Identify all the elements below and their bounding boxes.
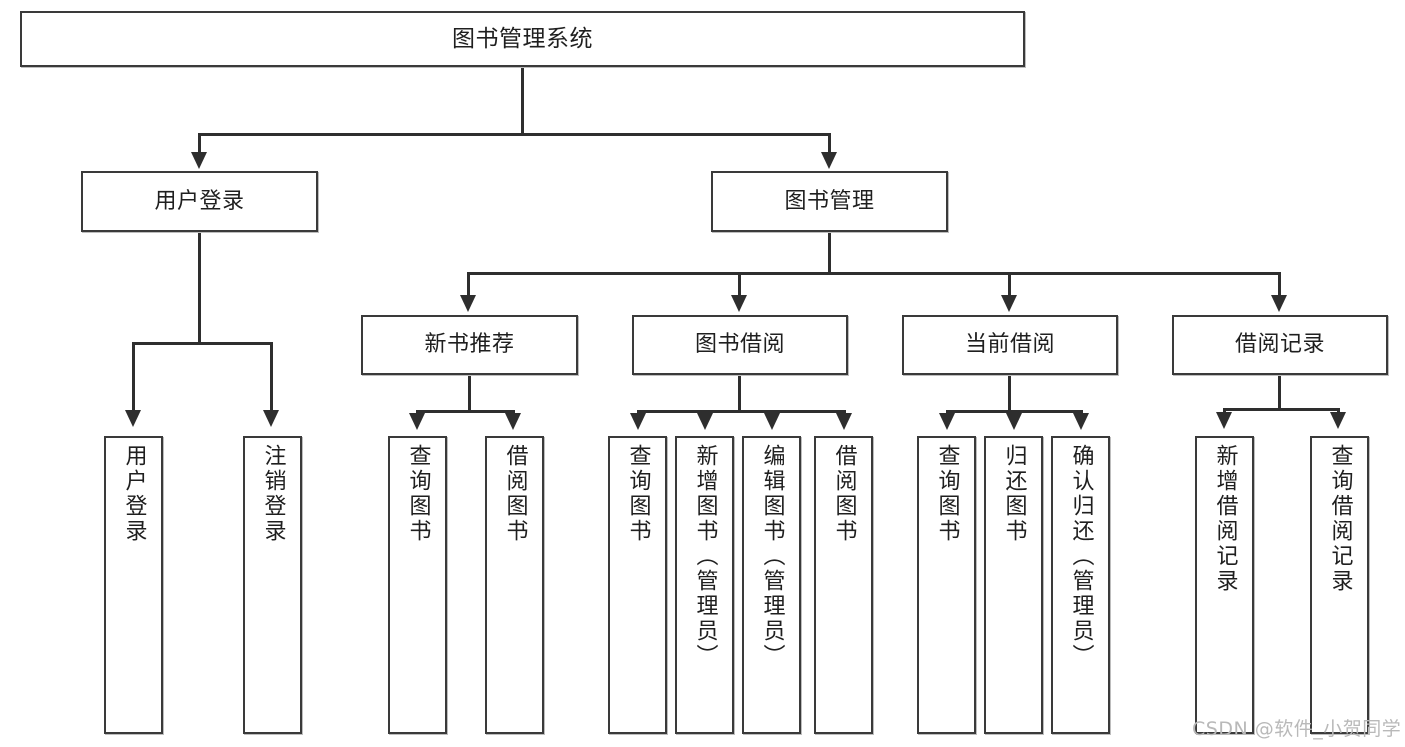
node-leaf-return-book[interactable]: 归还图书 <box>984 436 1043 734</box>
arrowhead-leaf-query-record <box>1330 412 1346 429</box>
node-leaf-query-book-3-label: 查询图书 <box>934 444 960 544</box>
arrowhead-current-borrow <box>1001 295 1017 312</box>
node-leaf-add-record[interactable]: 新增借阅记录 <box>1195 436 1254 734</box>
edge-bookmanage-drop-4 <box>1278 272 1281 298</box>
node-borrow-record[interactable]: 借阅记录 <box>1172 315 1388 375</box>
edge-root-bus <box>198 133 831 136</box>
edge-bookmanage-stem <box>828 232 831 272</box>
arrowhead-leaf-borrow-book-1 <box>505 413 521 430</box>
edge-userlogin-drop-1 <box>132 342 135 412</box>
arrowhead-leaf-query-book-3 <box>939 413 955 430</box>
edge-bookmanage-drop-1 <box>467 272 470 298</box>
node-leaf-edit-book-label: 编辑图书（管理员） <box>759 444 785 669</box>
edge-root-drop-user-login <box>198 133 201 155</box>
node-leaf-user-login-label: 用户登录 <box>121 444 147 544</box>
node-current-borrow-label: 当前借阅 <box>964 332 1055 358</box>
arrowhead-leaf-add-record <box>1216 412 1232 429</box>
node-user-login-label: 用户登录 <box>154 188 245 214</box>
node-leaf-query-record-label: 查询借阅记录 <box>1327 444 1353 594</box>
arrowhead-borrow-record <box>1271 295 1287 312</box>
edge-bookmanage-drop-3 <box>1008 272 1011 298</box>
node-leaf-query-book-3[interactable]: 查询图书 <box>917 436 976 734</box>
node-leaf-edit-book[interactable]: 编辑图书（管理员） <box>742 436 801 734</box>
node-leaf-query-book-2[interactable]: 查询图书 <box>608 436 667 734</box>
node-leaf-user-logout-label: 注销登录 <box>260 444 286 544</box>
edge-currentborrow-stem <box>1008 375 1011 410</box>
arrowhead-book-borrow <box>731 295 747 312</box>
edge-bookborrow-stem <box>738 375 741 410</box>
arrowhead-leaf-query-book-1 <box>409 413 425 430</box>
node-book-borrow-label: 图书借阅 <box>694 332 785 358</box>
node-leaf-borrow-book-2-label: 借阅图书 <box>831 444 857 544</box>
node-leaf-user-logout[interactable]: 注销登录 <box>243 436 302 734</box>
edge-root-stem <box>521 67 524 133</box>
arrowhead-leaf-edit-book <box>764 413 780 430</box>
node-leaf-user-login[interactable]: 用户登录 <box>104 436 163 734</box>
edge-userlogin-bus <box>132 342 272 345</box>
node-leaf-add-book[interactable]: 新增图书（管理员） <box>675 436 734 734</box>
arrowhead-leaf-borrow-book-2 <box>836 413 852 430</box>
edge-newbook-stem <box>468 375 471 412</box>
node-book-manage[interactable]: 图书管理 <box>711 171 948 232</box>
node-root[interactable]: 图书管理系统 <box>20 11 1025 67</box>
node-leaf-add-record-label: 新增借阅记录 <box>1212 444 1238 594</box>
node-new-book-rec[interactable]: 新书推荐 <box>361 315 578 375</box>
arrowhead-leaf-return-book <box>1006 413 1022 430</box>
node-leaf-borrow-book-2[interactable]: 借阅图书 <box>814 436 873 734</box>
arrowhead-new-book-rec <box>460 295 476 312</box>
node-leaf-query-record[interactable]: 查询借阅记录 <box>1310 436 1369 734</box>
edge-userlogin-drop-2 <box>270 342 273 412</box>
arrowhead-user-login <box>191 152 207 169</box>
node-leaf-query-book-1[interactable]: 查询图书 <box>388 436 447 734</box>
arrowhead-leaf-user-login <box>125 410 141 427</box>
node-leaf-confirm-return-label: 确认归还（管理员） <box>1068 444 1094 669</box>
node-borrow-record-label: 借阅记录 <box>1234 332 1325 358</box>
node-book-borrow[interactable]: 图书借阅 <box>632 315 848 375</box>
node-leaf-borrow-book-1-label: 借阅图书 <box>502 444 528 544</box>
node-user-login[interactable]: 用户登录 <box>81 171 318 232</box>
arrowhead-book-manage <box>821 152 837 169</box>
node-book-manage-label: 图书管理 <box>784 188 875 214</box>
edge-borrowrecord-bus <box>1223 408 1339 411</box>
node-leaf-return-book-label: 归还图书 <box>1001 444 1027 544</box>
node-leaf-add-book-label: 新增图书（管理员） <box>692 444 718 669</box>
arrowhead-leaf-query-book-2 <box>630 413 646 430</box>
arrowhead-leaf-user-logout <box>263 410 279 427</box>
node-current-borrow[interactable]: 当前借阅 <box>902 315 1118 375</box>
node-leaf-borrow-book-1[interactable]: 借阅图书 <box>485 436 544 734</box>
edge-newbook-bus <box>416 410 514 413</box>
edge-root-drop-book-manage <box>828 133 831 155</box>
edge-borrowrecord-stem <box>1278 375 1281 408</box>
edge-bookmanage-bus <box>467 272 1280 275</box>
edge-borrowrecord-drop-1 <box>1223 408 1226 414</box>
edge-borrowrecord-drop-2 <box>1337 408 1340 414</box>
node-leaf-query-book-1-label: 查询图书 <box>405 444 431 544</box>
node-root-label: 图书管理系统 <box>452 25 593 52</box>
edge-bookborrow-bus <box>637 410 845 413</box>
edge-userlogin-stem <box>198 232 201 342</box>
node-leaf-confirm-return[interactable]: 确认归还（管理员） <box>1051 436 1110 734</box>
arrowhead-leaf-add-book <box>697 413 713 430</box>
node-leaf-query-book-2-label: 查询图书 <box>625 444 651 544</box>
arrowhead-leaf-confirm-return <box>1073 413 1089 430</box>
edge-bookmanage-drop-2 <box>738 272 741 298</box>
node-new-book-rec-label: 新书推荐 <box>424 332 515 358</box>
